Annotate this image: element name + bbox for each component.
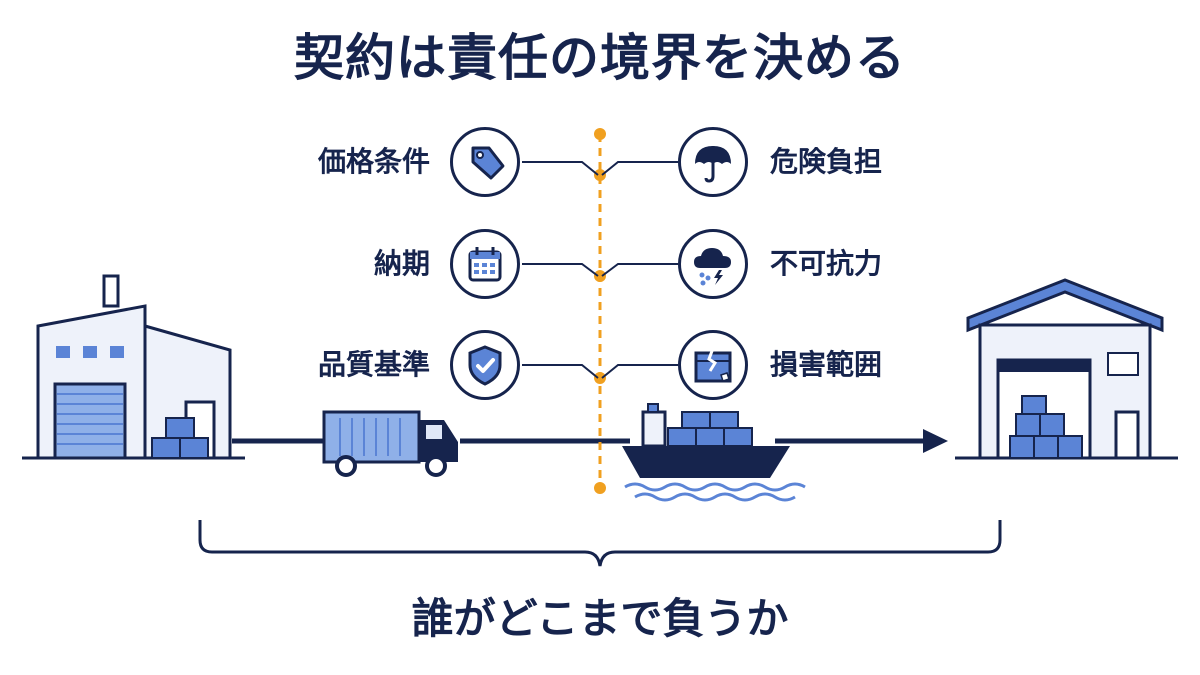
- page-title: 契約は責任の境界を決める: [294, 29, 906, 87]
- label-damage-scope: 損害範囲: [770, 348, 883, 381]
- factory-icon: [36, 274, 232, 460]
- price-tag-icon: [450, 127, 520, 197]
- truck-icon: [322, 410, 458, 477]
- label-force-majeure: 不可抗力: [770, 247, 883, 280]
- shield-check-icon: [450, 330, 520, 400]
- damaged-box-icon: [678, 330, 748, 400]
- label-delivery-date: 納期: [373, 247, 430, 280]
- footer-caption: 誰がどこまで負うか: [411, 594, 789, 643]
- label-risk-burden: 危険負担: [770, 145, 883, 178]
- umbrella-icon: [678, 127, 748, 197]
- brace: [198, 520, 1002, 567]
- calendar-icon: [450, 229, 520, 299]
- warehouse-icon: [966, 278, 1164, 460]
- label-quality-standard: 品質基準: [317, 348, 430, 381]
- storm-cloud-icon: [678, 229, 748, 299]
- label-price-terms: 価格条件: [317, 145, 430, 178]
- cargo-ship-icon: [622, 403, 806, 502]
